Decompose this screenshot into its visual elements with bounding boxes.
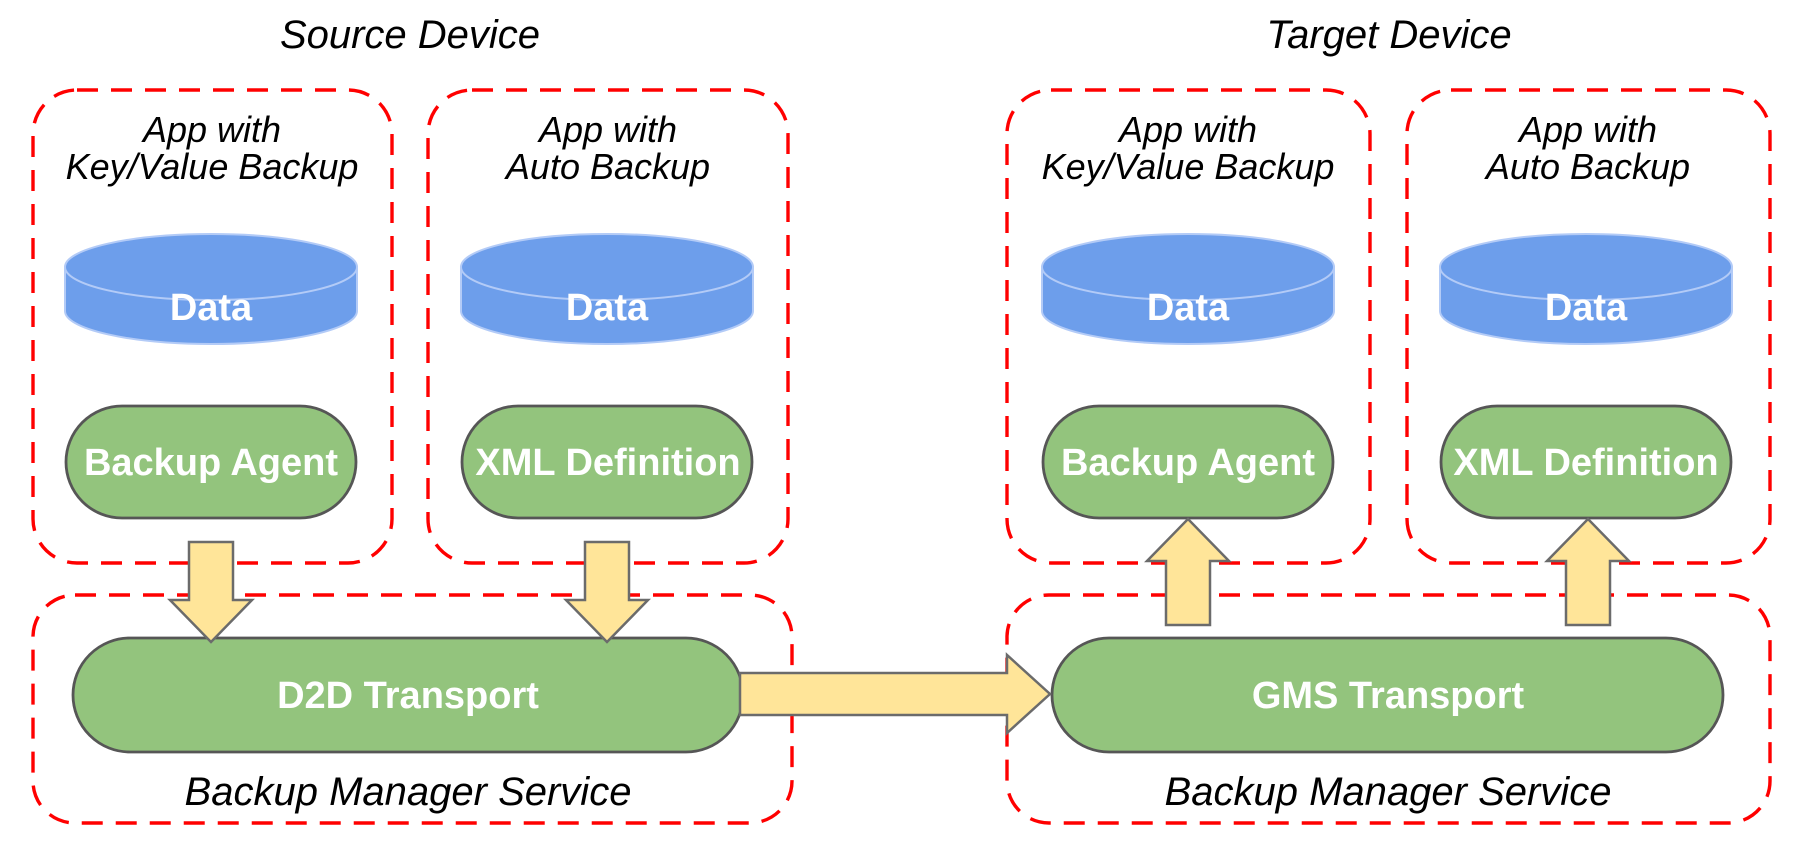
data-store-label: Data [1147, 287, 1230, 329]
arrow-down-backup-agent-to-d2d-icon [167, 540, 255, 644]
data-store-label: Data [566, 287, 649, 329]
arrow-down-xml-definition-to-d2d-icon [563, 540, 651, 644]
source-backup-manager-service-label: Backup Manager Service [185, 770, 632, 814]
target-xml-definition-pill [1439, 404, 1733, 520]
arrow-right-d2d-to-gms-icon [738, 652, 1052, 736]
gms-transport-label: GMS Transport [1252, 675, 1525, 717]
target-app-keyvalue-label-line2: Key/Value Backup [1042, 146, 1335, 187]
target-xml-definition-label: XML Definition [1453, 442, 1718, 484]
data-store-label: Data [1545, 287, 1628, 329]
d2d-transport-label: D2D Transport [277, 675, 539, 717]
arrow-up-gms-to-backup-agent-icon [1144, 517, 1232, 627]
target-app-keyvalue-label-line1: App with [1117, 109, 1257, 150]
cylinder-top [1041, 233, 1335, 301]
target-keyvalue-data-cylinder: Data [1041, 233, 1335, 345]
source-keyvalue-data-cylinder: Data [64, 233, 358, 345]
source-app-keyvalue-label-line1: App with [141, 109, 281, 150]
target-device-title: Target Device [1266, 13, 1511, 57]
cylinder-top [64, 233, 358, 301]
source-device-title: Source Device [280, 13, 540, 57]
cylinder-top [1439, 233, 1733, 301]
source-xml-definition-pill [460, 404, 754, 520]
target-app-auto-label-line1: App with [1517, 109, 1657, 150]
cylinder-top [460, 233, 754, 301]
source-xml-definition-label: XML Definition [475, 442, 740, 484]
target-backup-agent-label: Backup Agent [1061, 442, 1315, 484]
source-backup-agent-label: Backup Agent [84, 442, 338, 484]
source-auto-data-cylinder: Data [460, 233, 754, 345]
source-app-keyvalue-label-line2: Key/Value Backup [66, 146, 359, 187]
source-app-auto-label-line1: App with [537, 109, 677, 150]
gms-transport-pill [1050, 636, 1725, 754]
source-backup-agent-pill [64, 404, 358, 520]
target-backup-manager-service-label: Backup Manager Service [1165, 770, 1612, 814]
target-auto-data-cylinder: Data [1439, 233, 1733, 345]
data-store-label: Data [170, 287, 253, 329]
target-app-auto-label-line2: Auto Backup [1484, 146, 1690, 187]
arrow-up-gms-to-xml-definition-icon [1544, 517, 1632, 627]
source-app-auto-label-line2: Auto Backup [504, 146, 710, 187]
